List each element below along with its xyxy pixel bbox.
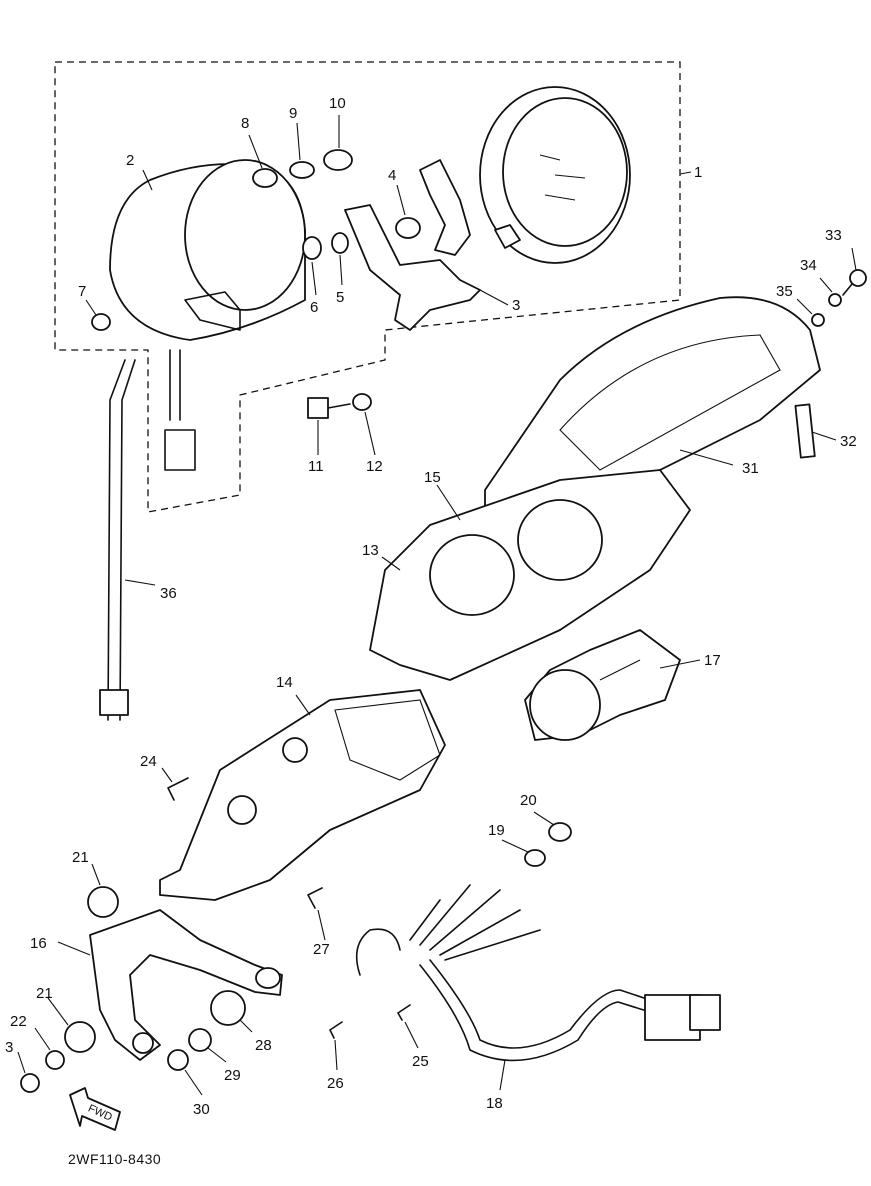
small-hardware	[91, 149, 421, 331]
lower-case-part-14	[159, 689, 446, 901]
callout-21-lower: 21	[36, 985, 53, 1002]
callout-1: 1	[694, 164, 702, 181]
callout-16: 16	[30, 935, 47, 952]
callout-3-upper: 3	[512, 297, 520, 314]
callout-8: 8	[241, 115, 249, 132]
fasteners-33-34-35	[811, 269, 867, 327]
screw-and-washer-11-12	[307, 393, 372, 419]
strip-part-32	[794, 403, 816, 459]
callout-36: 36	[160, 585, 177, 602]
callout-4: 4	[388, 167, 396, 184]
stay-plate	[419, 159, 471, 256]
callout-35: 35	[776, 283, 793, 300]
screw-part-27	[307, 887, 323, 909]
callout-21-upper: 21	[72, 849, 89, 866]
callout-26: 26	[327, 1075, 344, 1092]
meter-face-part-17	[524, 629, 681, 741]
callout-14: 14	[276, 674, 293, 691]
callout-5: 5	[336, 289, 344, 306]
callout-19: 19	[488, 822, 505, 839]
callout-10: 10	[329, 95, 346, 112]
callout-32: 32	[840, 433, 857, 450]
callout-29: 29	[224, 1067, 241, 1084]
bracket-part-16	[89, 909, 283, 1061]
callout-11: 11	[308, 458, 324, 475]
grommets-and-nuts	[20, 886, 246, 1093]
speedometer-cable-part-36	[99, 359, 136, 721]
callout-22: 22	[10, 1013, 27, 1030]
callout-17: 17	[704, 652, 721, 669]
callout-13: 13	[362, 542, 379, 559]
callout-9: 9	[289, 105, 297, 122]
meter-case-part-13-15	[369, 469, 691, 681]
meter-unit-part-1	[479, 86, 631, 264]
callout-27: 27	[313, 941, 330, 958]
bulbs-19-20	[524, 822, 572, 867]
wire-harness-part-18	[355, 884, 721, 1062]
callout-25: 25	[412, 1053, 429, 1070]
callout-20: 20	[520, 792, 537, 809]
callout-28: 28	[255, 1037, 272, 1054]
meter-housing-part-2	[109, 159, 306, 341]
callout-12: 12	[366, 458, 383, 475]
callout-18: 18	[486, 1095, 503, 1112]
callout-labels: 1 2 3 3 4 5 6 7 8 9 10 11 12 13 14 15 16…	[5, 95, 857, 1118]
housing-wire-lead	[164, 349, 196, 471]
callout-33: 33	[825, 227, 842, 244]
callout-34: 34	[800, 257, 817, 274]
callout-leader-lines	[17, 115, 857, 1096]
callout-31: 31	[742, 460, 759, 477]
callout-2: 2	[126, 152, 134, 169]
callout-15: 15	[424, 469, 441, 486]
callout-7: 7	[78, 283, 86, 300]
callout-3-lower: 3	[5, 1039, 13, 1056]
callout-6: 6	[310, 299, 318, 316]
assembly-group-outline	[54, 61, 681, 513]
part-code: 2WF110-8430	[68, 1151, 161, 1167]
screw-part-24	[167, 777, 189, 801]
bracket-part-3	[344, 204, 481, 331]
screws-25-26	[329, 1004, 411, 1039]
callout-30: 30	[193, 1101, 210, 1118]
forward-direction-arrow: FWD	[69, 1087, 121, 1131]
callout-24: 24	[140, 753, 157, 770]
